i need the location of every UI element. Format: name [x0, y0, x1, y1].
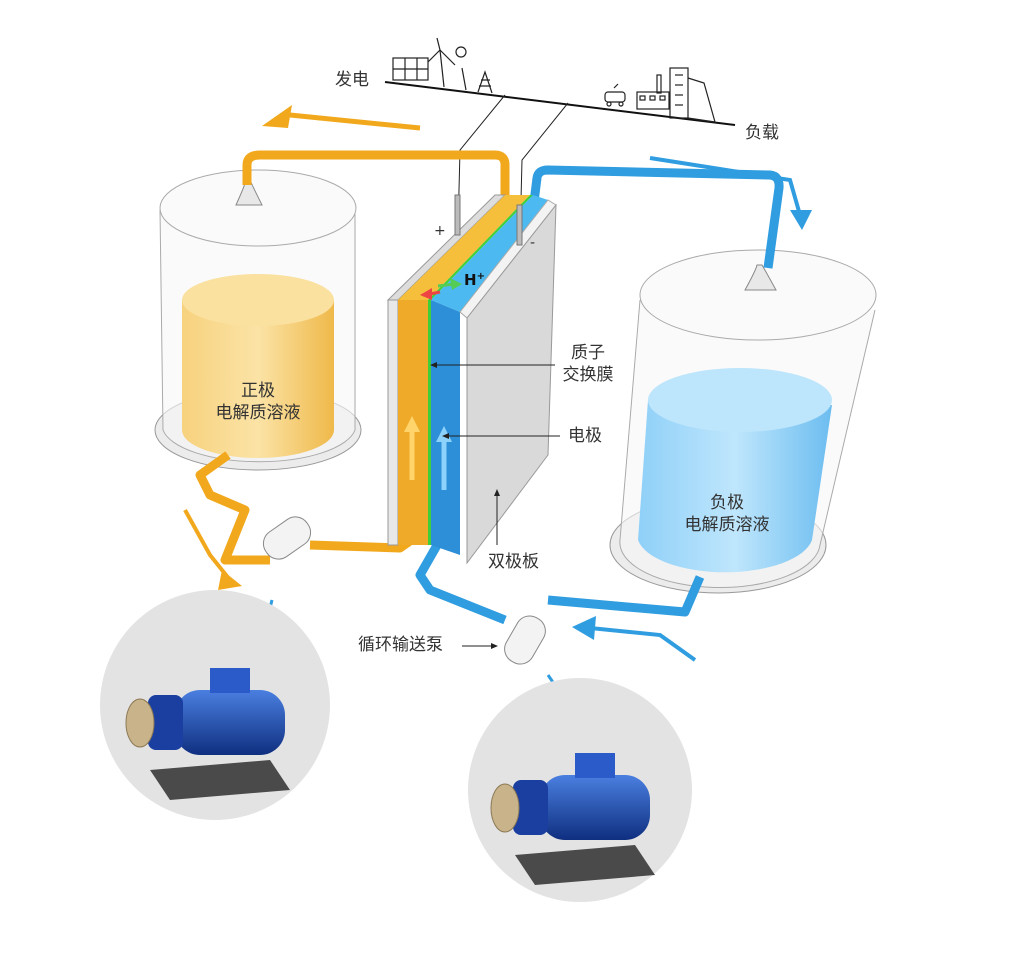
flow-arrow-bottom-right [589, 626, 697, 662]
positive-terminal [454, 194, 461, 236]
generation-label: 发电 [335, 70, 369, 90]
proton-arrow-right-icon [450, 278, 462, 290]
negative-terminal [516, 204, 523, 246]
positive-tank-label: 正极电解质溶液 [215, 381, 301, 423]
arrowhead-icon [572, 616, 596, 640]
positive-electrolyte-tank [154, 169, 362, 471]
negative-feed-pipe [415, 537, 705, 625]
proton-arrow-left-icon [420, 288, 432, 300]
buildings-icon [669, 67, 716, 123]
electrode-label: 电极 [568, 426, 602, 446]
power-grid-line [384, 37, 736, 241]
proton-label: H+ [464, 271, 485, 289]
flow-arrow-top-left [289, 112, 421, 131]
inline-pump-left [262, 516, 312, 560]
load-label: 负载 [745, 123, 779, 143]
pump-photo-left [100, 590, 330, 820]
positive-electrode-top [398, 195, 530, 300]
factory-icon [636, 74, 670, 110]
wind-turbine-icon [427, 37, 467, 91]
positive-return-pipe [242, 150, 510, 205]
arrowhead-icon [262, 105, 292, 128]
cell-stack [386, 194, 557, 565]
membrane-label: 质子交换膜 [562, 343, 614, 385]
inline-pump-right [504, 615, 546, 665]
bipolar-plate-label: 双极板 [488, 552, 539, 572]
flow-arrow-bottom-left [183, 509, 232, 582]
pump-label: 循环输送泵 [358, 635, 443, 655]
bipolar-plate [466, 203, 557, 565]
transmission-tower-icon [477, 70, 493, 94]
flow-up-arrow-icon [404, 416, 420, 432]
negative-electrolyte-tank [609, 249, 877, 594]
negative-electrode [431, 300, 460, 555]
pump-photo-right [468, 678, 692, 902]
positive-terminal-label: + [434, 223, 446, 239]
negative-return-pipe [528, 165, 784, 269]
negative-terminal-label: - [530, 235, 536, 251]
arrowhead-icon [790, 210, 812, 230]
solar-panel-icon [392, 57, 429, 81]
flow-arrow-top-right [649, 156, 802, 216]
arrowhead-icon [218, 570, 242, 590]
negative-tank-label: 负极电解质溶液 [684, 493, 770, 535]
proton-exchange-membrane [428, 300, 431, 545]
electric-car-icon [604, 83, 626, 107]
